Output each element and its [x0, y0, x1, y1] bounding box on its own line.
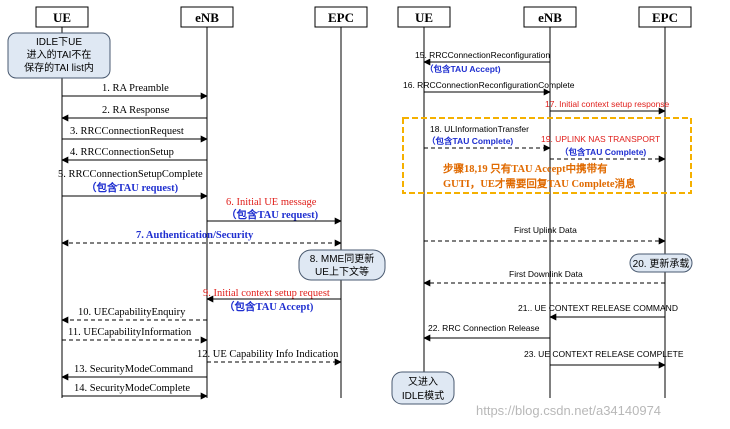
- note-idle-line-3: 保存的TAI list内: [24, 61, 94, 74]
- note-mme-line-1: 8. MME同更新: [310, 252, 374, 265]
- highlight-line-2: GUTI，UE才需要回复TAU Complete消息: [443, 177, 636, 190]
- note-idle-again: [391, 371, 455, 405]
- highlight-line-1: 步骤18,19 只有TAU Accept中携带有: [443, 162, 608, 175]
- header-epc-right: [638, 6, 692, 28]
- msg-11-label: 11. UECapabilityInformation: [68, 327, 192, 338]
- msg-14-label: 14. SecurityModeComplete: [74, 383, 190, 394]
- watermark: https://blog.csdn.net/a34140974: [476, 403, 661, 418]
- msg-9-sub: （包含TAU Accept): [224, 300, 314, 313]
- header-enb-right: [523, 6, 577, 28]
- right-diagram: UE eNB EPC 15. RRCConnectionReconfigurat…: [391, 6, 693, 405]
- highlight-box: [402, 117, 692, 194]
- msg-6-sub: （包含TAU request): [226, 208, 319, 221]
- header-enb-left: [180, 6, 234, 28]
- msg-15-label: 15. RRCConnectionReconfiguration: [415, 50, 550, 60]
- header-ue-left-label: UE: [53, 10, 71, 25]
- note-idle-ue: [7, 32, 111, 79]
- msg-21-label: 21.. UE CONTEXT RELEASE COMMAND: [518, 303, 678, 313]
- msg-12-label: 12. UE Capability Info Indication: [197, 349, 339, 360]
- header-ue-right: [397, 6, 451, 28]
- header-ue-right-label: UE: [415, 10, 433, 25]
- msg-first-uplink-label: First Uplink Data: [514, 225, 577, 235]
- msg-17-label: 17. Initial context setup response: [545, 99, 670, 109]
- msg-10-label: 10. UECapabilityEnquiry: [78, 307, 186, 318]
- msg-5-label: 5. RRCConnectionSetupComplete: [58, 169, 203, 180]
- header-enb-right-label: eNB: [538, 10, 562, 25]
- msg-15-sub: （包含TAU Accept): [425, 64, 501, 74]
- msg-19-label: 19. UPLINK NAS TRANSPORT: [541, 134, 660, 144]
- msg-13-label: 13. SecurityModeCommand: [74, 364, 194, 375]
- msg-22-label: 22. RRC Connection Release: [428, 323, 540, 333]
- msg-18-label: 18. ULInformationTransfer: [430, 124, 529, 134]
- msg-18-sub: （包含TAU Complete): [427, 136, 513, 146]
- note-idle-again-line-2: IDLE模式: [402, 389, 444, 402]
- msg-7-label: 7. Authentication/Security: [136, 230, 254, 241]
- note-idle-line-2: 进入的TAI不在: [27, 48, 92, 61]
- msg-19-sub: （包含TAU Complete): [560, 147, 646, 157]
- note-mme-line-2: UE上下文等: [315, 265, 369, 278]
- left-diagram: UE eNB EPC IDLE下UE 进入的TAI不在 保存的TAI list内…: [7, 6, 386, 400]
- header-epc-left: [314, 6, 368, 28]
- header-ue-left: [35, 6, 89, 28]
- msg-first-downlink-label: First Downlink Data: [509, 269, 583, 279]
- msg-3-label: 3. RRCConnectionRequest: [70, 126, 184, 137]
- note-mme-update: [298, 249, 386, 281]
- msg-5-sub: （包含TAU request): [86, 181, 179, 194]
- msg-9-label: 9. Initial context setup request: [203, 288, 330, 299]
- note-update-bearer: [629, 253, 693, 273]
- msg-23-label: 23. UE CONTEXT RELEASE COMPLETE: [524, 349, 684, 359]
- note-idle-line-1: IDLE下UE: [36, 37, 82, 48]
- note-update-bearer-label: 20. 更新承载: [633, 257, 690, 270]
- note-idle-again-line-1: 又进入: [408, 376, 438, 388]
- msg-1-label: 1. RA Preamble: [102, 83, 169, 94]
- header-epc-right-label: EPC: [652, 10, 678, 25]
- msg-16-label: 16. RRCConnectionReconfigurationComplete: [403, 80, 575, 90]
- header-epc-left-label: EPC: [328, 10, 354, 25]
- msg-6-label: 6. Initial UE message: [226, 197, 317, 208]
- header-enb-left-label: eNB: [195, 10, 219, 25]
- msg-4-label: 4. RRCConnectionSetup: [70, 147, 174, 158]
- msg-2-label: 2. RA Response: [102, 105, 170, 116]
